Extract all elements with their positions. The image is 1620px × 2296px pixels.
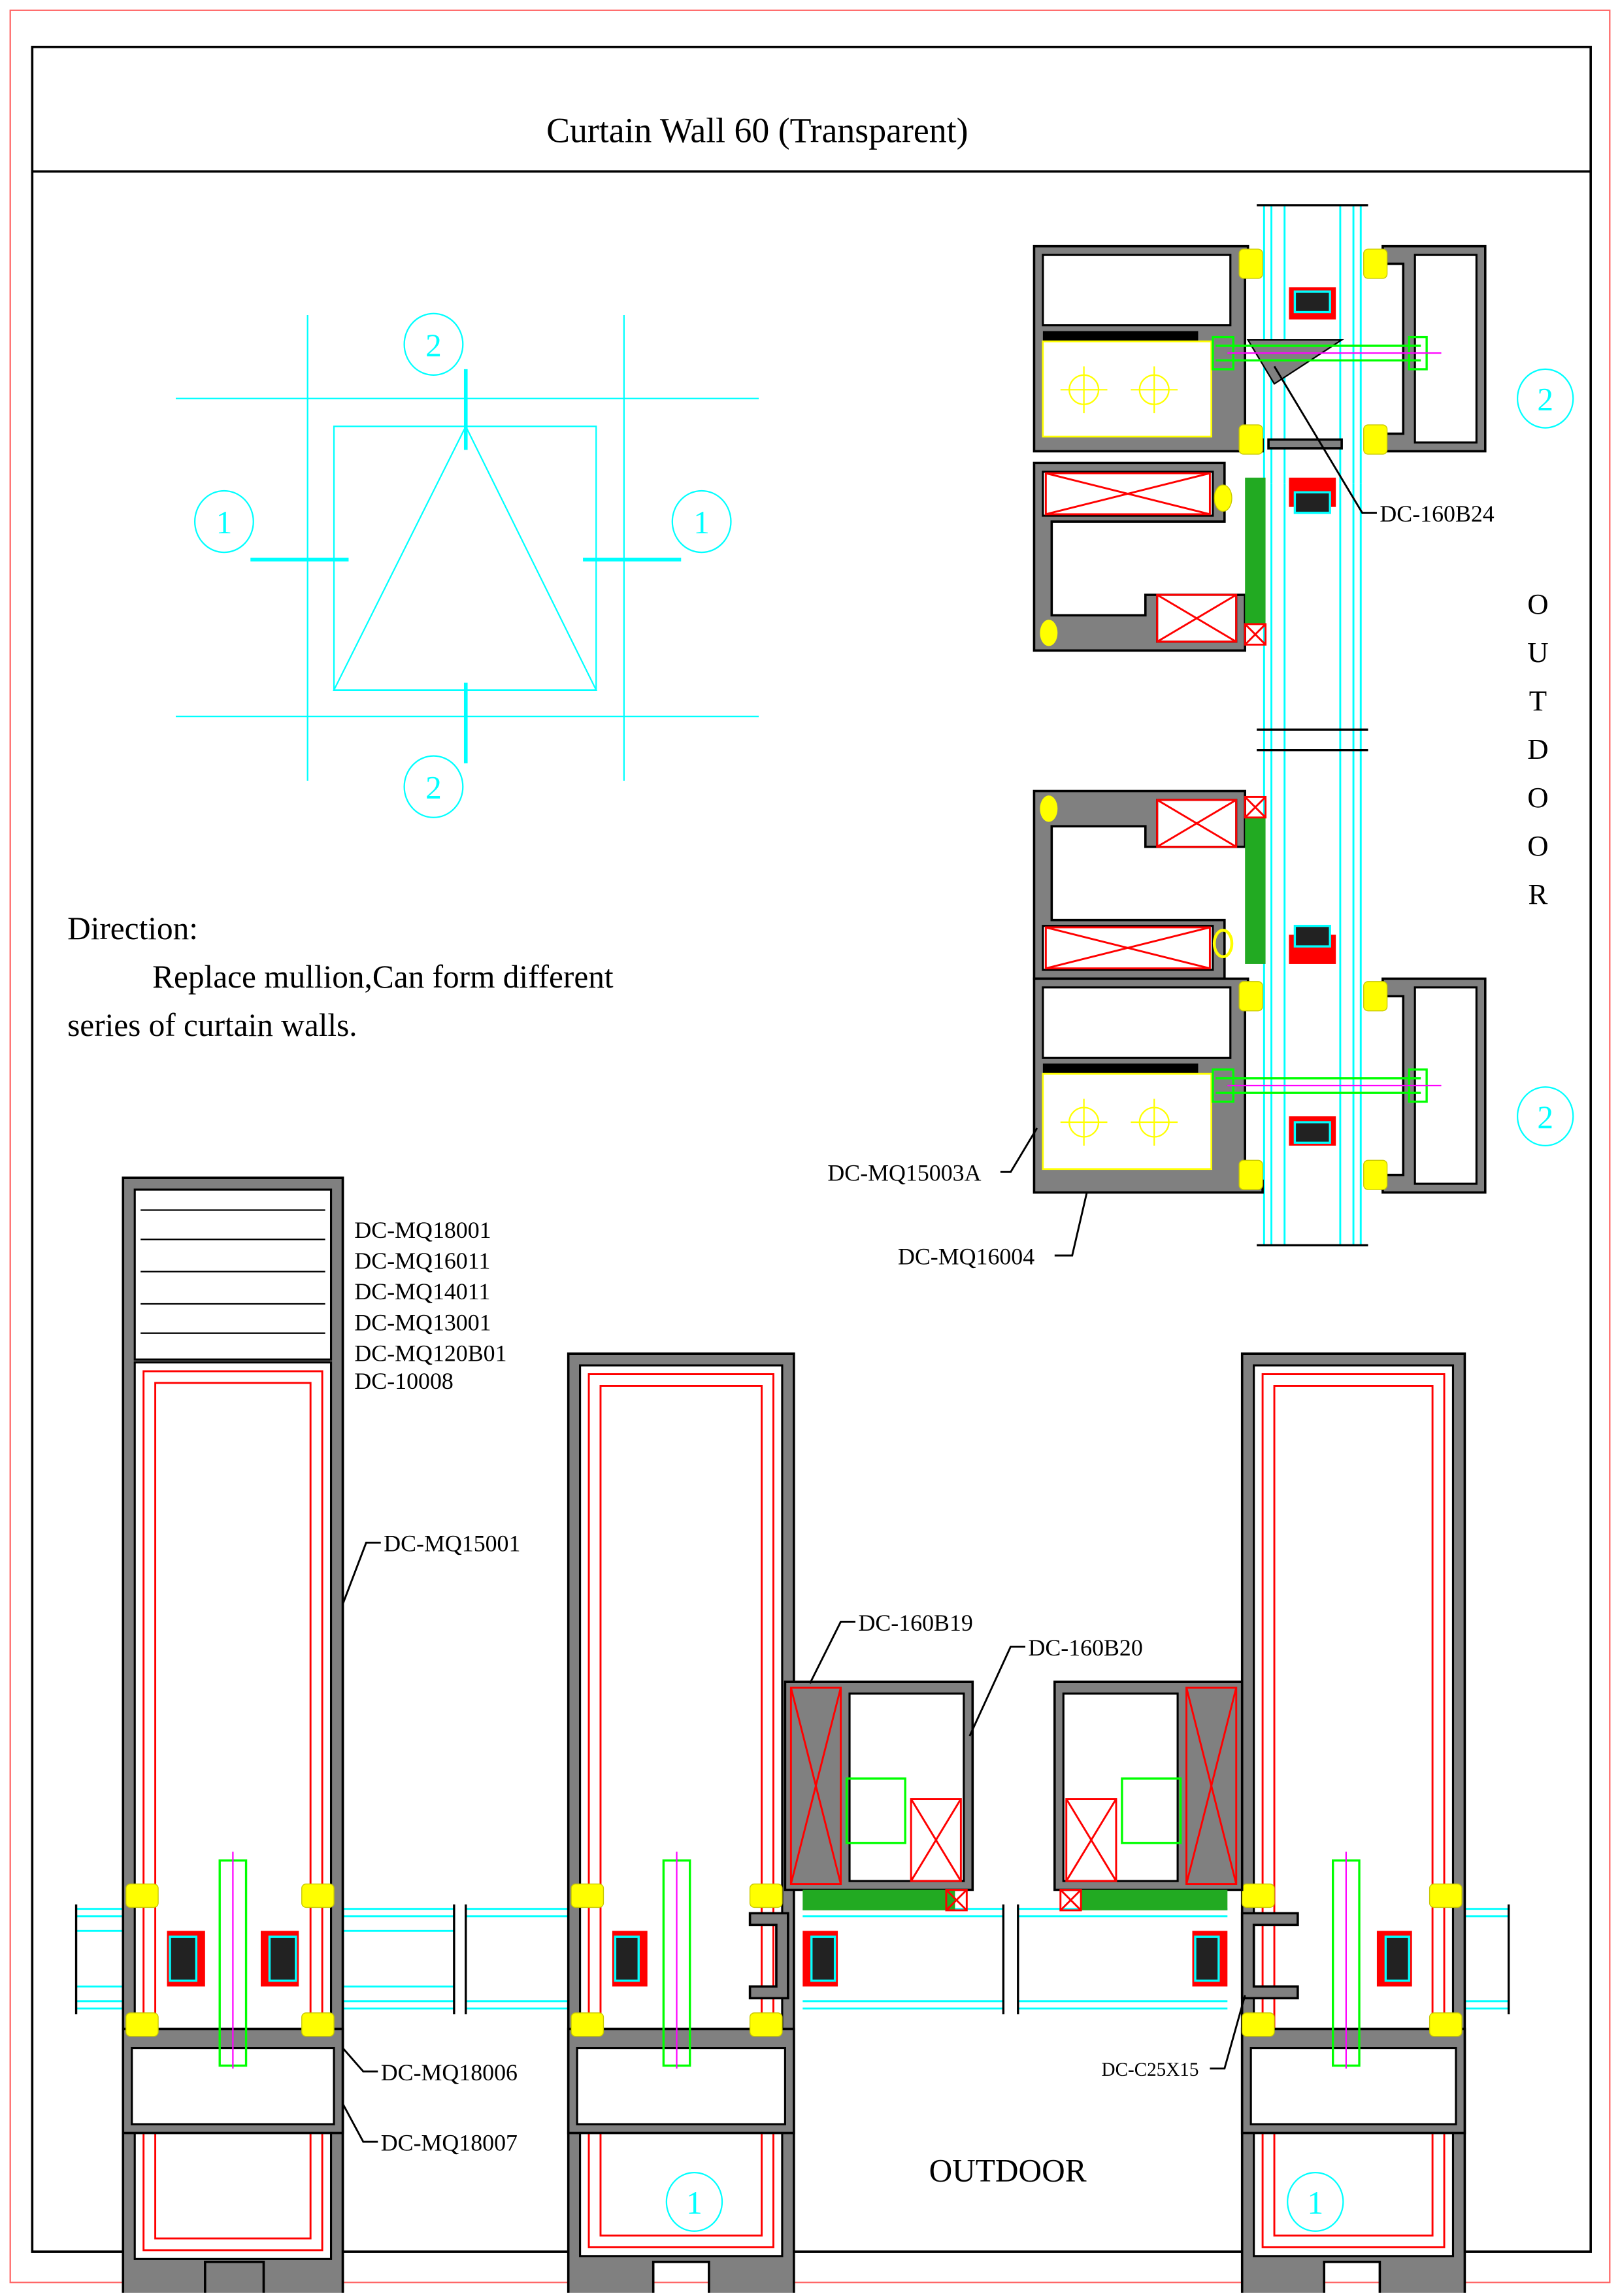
label-dc-160b20: DC-160B20 [1028,1635,1142,1661]
svg-text:1: 1 [216,505,233,541]
direction-heading: Direction: [67,910,198,946]
section-marker-2-upper: 2 [1516,368,1574,429]
label-dc-mq18006: DC-MQ18006 [381,2059,518,2086]
spacers [167,1931,1412,1987]
label-dc-mq15001: DC-MQ15001 [384,1531,520,1557]
direction-note: Direction: Replace mullion,Can form diff… [67,910,614,1043]
svg-text:2: 2 [425,327,442,363]
section-marker-1-bottom-left: 1 [665,2171,723,2232]
outdoor-vertical-label: O U T D O O R [1527,588,1548,910]
label-dc-mq15003a: DC-MQ15003A [827,1160,981,1186]
direction-line-1: Replace mullion,Can form different [152,959,614,995]
label-dc-160b19: DC-160B19 [858,1610,972,1636]
outer-frame [9,9,1611,2284]
gaskets [125,1684,1463,2037]
label-dc-c25x15: DC-C25X15 [1102,2059,1199,2080]
svg-text:D: D [1527,733,1548,765]
label-dc-mq120b01: DC-MQ120B01 [354,1340,506,1366]
svg-text:1: 1 [686,2185,703,2221]
svg-text:2: 2 [1537,382,1553,418]
section-marker-2-lower: 2 [1516,1086,1574,1147]
label-dc-mq14011: DC-MQ14011 [354,1278,490,1305]
key-plan: 2 2 1 1 [175,312,759,818]
label-dc-mq18001: DC-MQ18001 [354,1217,491,1243]
corner-profile-right [1053,1680,1299,2000]
outdoor-label: OUTDOOR [929,2153,1087,2189]
direction-line-2: series of curtain walls. [67,1007,357,1043]
section-marker-2-top: 2 [403,312,464,376]
svg-text:U: U [1527,636,1548,669]
svg-text:R: R [1529,878,1548,910]
section-marker-1-right: 1 [671,490,732,554]
section-marker-1-bottom-right: 1 [1287,2171,1344,2232]
section-marker-1-left: 1 [193,490,254,554]
bolts [218,1852,1361,2069]
svg-text:2: 2 [425,770,442,806]
section-2-detail: DC-160B24 DC-MQ15003A DC-MQ16004 2 2 O U… [827,204,1574,1269]
label-dc-mq13001: DC-MQ13001 [354,1309,491,1335]
svg-text:O: O [1527,829,1548,862]
inner-border [31,46,1592,2253]
section-marker-2-bottom: 2 [403,755,464,818]
pressure-caps [122,2027,1466,2135]
mullion-2 [567,1352,795,2296]
mullion-series-labels: DC-MQ18001 DC-MQ16011 DC-MQ14011 DC-MQ13… [354,1217,506,1394]
svg-text:O: O [1527,781,1548,814]
svg-text:T: T [1529,684,1547,717]
section-1-detail: DC-MQ18001 DC-MQ16011 DC-MQ14011 DC-MQ13… [74,1176,1510,2296]
sheet-title: Curtain Wall 60 (Transparent) [546,111,968,150]
label-dc-mq16011: DC-MQ16011 [354,1248,490,1274]
corner-profile-left [748,1680,974,2000]
label-dc-mq18007: DC-MQ18007 [381,2129,518,2155]
svg-text:1: 1 [693,505,710,541]
label-dc-10008: DC-10008 [354,1368,453,1394]
svg-text:O: O [1527,588,1548,620]
svg-text:1: 1 [1307,2185,1323,2221]
svg-text:2: 2 [1537,1099,1553,1135]
mullion-3 [1240,1352,1466,2296]
label-dc-mq16004: DC-MQ16004 [898,1243,1034,1269]
label-dc-160b24: DC-160B24 [1380,501,1494,527]
